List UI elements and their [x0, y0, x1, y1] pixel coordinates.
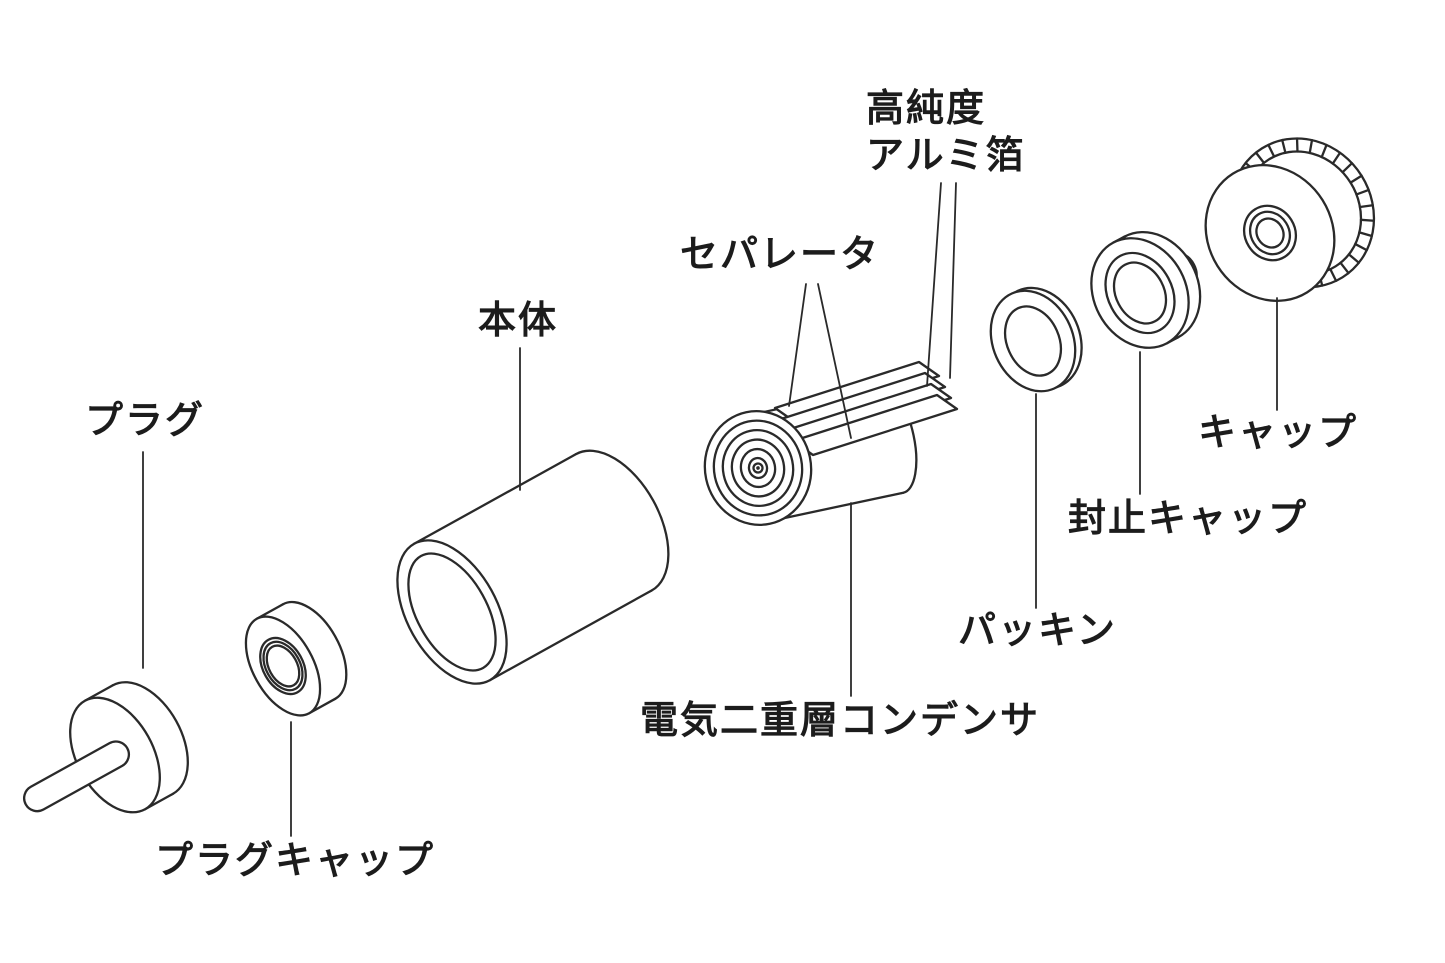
- packing-inner-rim: [1003, 305, 1063, 377]
- seal-cap-part: [1090, 230, 1202, 349]
- body-part: [396, 449, 670, 685]
- leader-foil-a: [926, 182, 942, 387]
- label-capacitor: 電気二重層コンデンサ: [640, 700, 1041, 742]
- leader-lines: [142, 182, 1278, 837]
- leader-separator-a: [788, 283, 807, 407]
- label-separator: セパレータ: [680, 234, 881, 276]
- label-plug-cap: プラグキャップ: [155, 840, 436, 882]
- plug-cap-threaded-hole: [259, 636, 307, 696]
- label-plug: プラグ: [85, 400, 206, 442]
- foil-sheets: [773, 360, 959, 457]
- label-seal-cap: 封止キャップ: [1068, 498, 1309, 540]
- label-foil: 高純度 アルミ箔: [866, 88, 1026, 178]
- label-body: 本体: [478, 300, 559, 342]
- plug-cap-part: [244, 600, 348, 717]
- packing-part: [989, 286, 1083, 393]
- leader-foil-b: [949, 182, 957, 379]
- leader-separator-b: [817, 283, 852, 439]
- label-cap: キャップ: [1198, 412, 1359, 454]
- plug-part: [23, 681, 189, 814]
- cap-front-face: [1204, 164, 1336, 302]
- cap-part: [1204, 137, 1376, 302]
- cap-threaded-hole: [1242, 204, 1298, 262]
- body-opening-rim: [407, 552, 497, 672]
- plug-blade: [23, 740, 131, 813]
- label-packing: パッキン: [958, 610, 1117, 652]
- capacitor-wound-face: [703, 410, 813, 526]
